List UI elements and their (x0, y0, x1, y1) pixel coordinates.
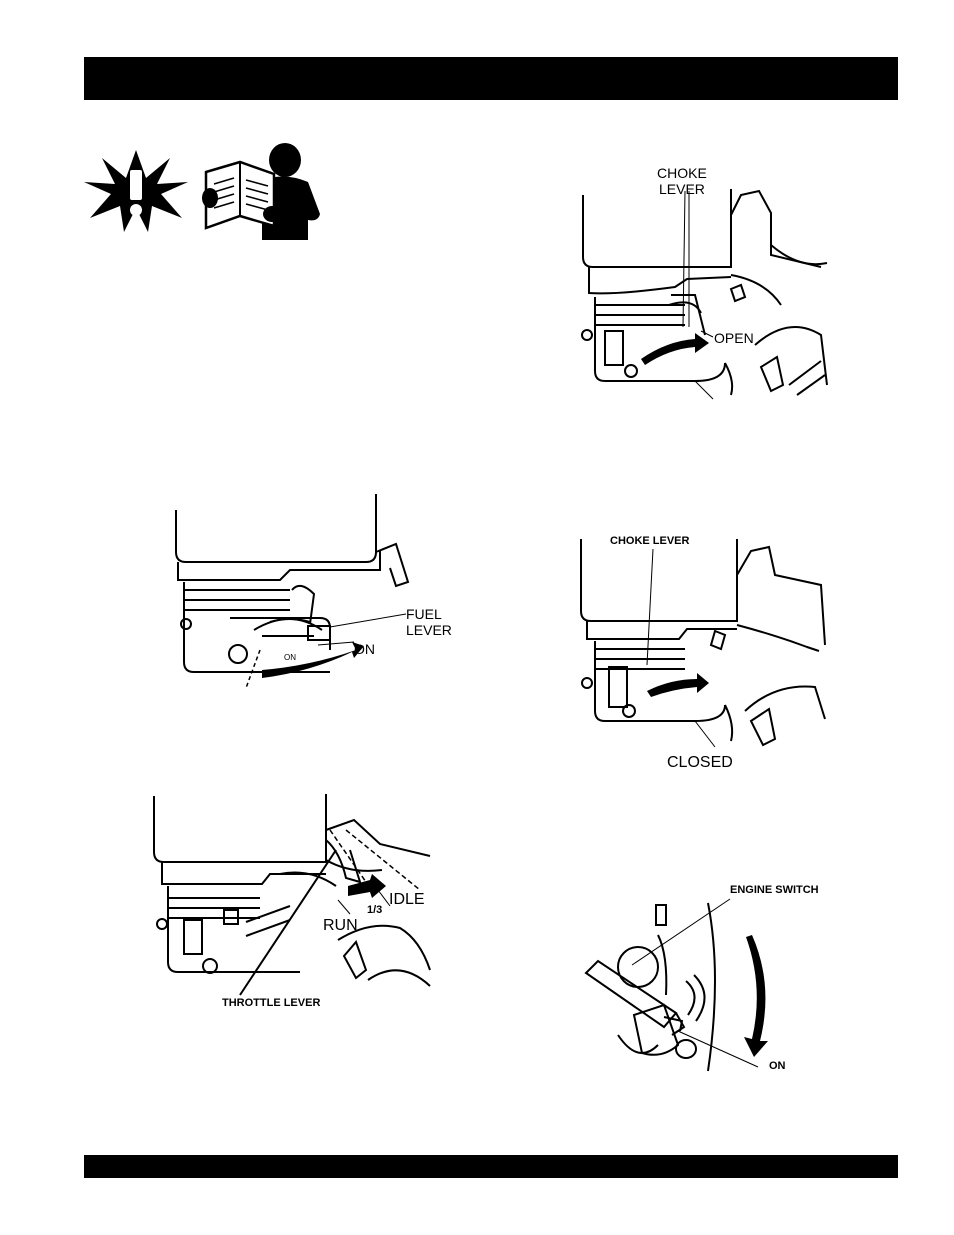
throttle-lever-label: THROTTLE LEVER (222, 997, 320, 1010)
choke-lever-label-1: CHOKE (657, 165, 707, 181)
warning-burst-icon (84, 150, 192, 232)
one-third-label: 1/3 (367, 904, 382, 917)
run-label: RUN (323, 917, 358, 935)
choke-open-illustration (575, 185, 830, 405)
fuel-lever-illustration: ON (170, 490, 420, 690)
valve-on-mark: ON (284, 653, 296, 662)
read-manual-icon (200, 142, 325, 242)
choke-closed-label: CLOSED (667, 754, 733, 772)
engine-switch-illustration (578, 895, 803, 1075)
choke-closed-illustration (575, 535, 830, 750)
fuel-lever-label-2: LEVER (406, 622, 452, 638)
footer-bar (84, 1155, 898, 1178)
choke-open-label: OPEN (714, 330, 754, 346)
switch-on-label: ON (769, 1060, 786, 1073)
idle-label: IDLE (389, 891, 425, 909)
fuel-on-label: ON (354, 641, 375, 657)
header-bar (84, 57, 898, 100)
fuel-lever-label-1: FUEL (406, 606, 442, 622)
